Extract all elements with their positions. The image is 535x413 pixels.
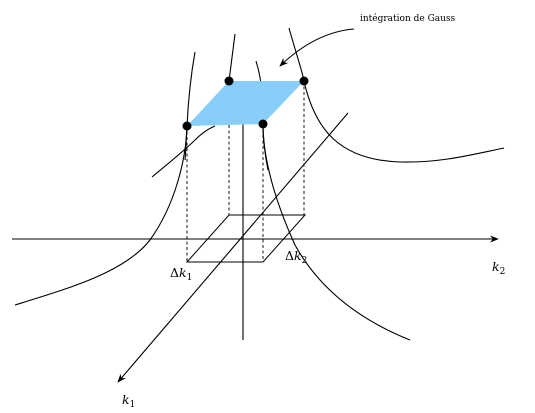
point-front-left bbox=[182, 121, 192, 131]
curve-left-lower bbox=[151, 125, 216, 178]
base-cell bbox=[185, 214, 307, 263]
curve-right-upper bbox=[288, 27, 505, 163]
annotation-label: intégration de Gauss bbox=[360, 13, 456, 24]
curve-left-inner bbox=[228, 33, 236, 82]
point-front-right bbox=[258, 119, 268, 129]
annotation-arrow bbox=[279, 28, 355, 67]
k1-label: k1 bbox=[122, 392, 135, 410]
curve-left bbox=[14, 51, 196, 306]
dk1-label: Δk1 bbox=[170, 265, 192, 283]
point-back-right bbox=[299, 76, 309, 86]
point-back-left bbox=[224, 76, 234, 86]
k2-label: k2 bbox=[492, 259, 505, 277]
dk2-label: Δk2 bbox=[285, 248, 307, 266]
k1-axis bbox=[117, 112, 349, 383]
integration-patch bbox=[187, 81, 304, 126]
